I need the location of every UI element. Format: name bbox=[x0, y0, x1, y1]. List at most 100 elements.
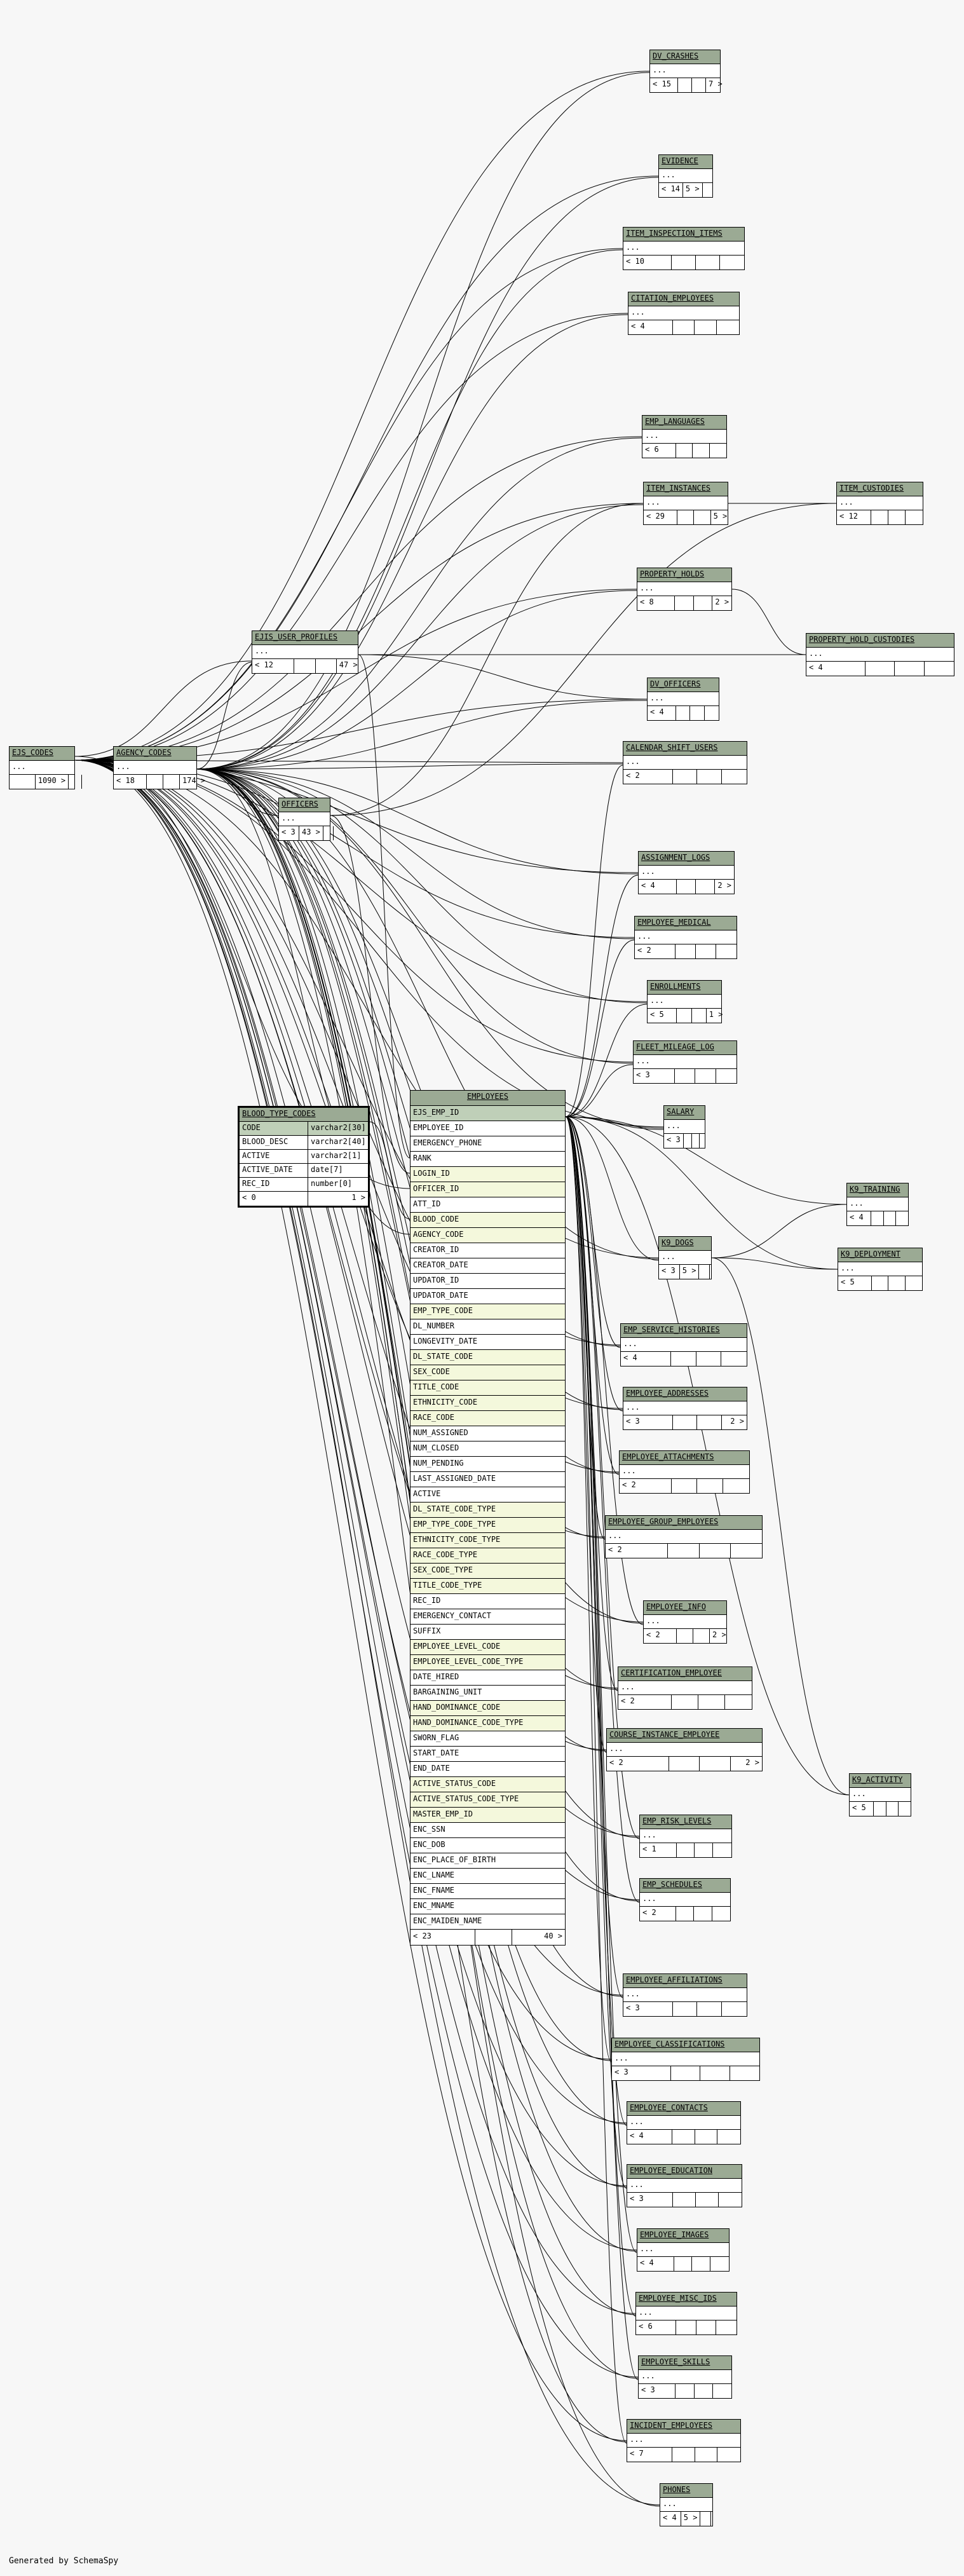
column-row[interactable]: BLOOD_CODE bbox=[411, 1213, 565, 1228]
column-row[interactable]: BARGAINING_UNIT bbox=[411, 1686, 565, 1701]
table-employee-education[interactable]: EMPLOYEE_EDUCATION...< 3 bbox=[627, 2164, 742, 2207]
children-count[interactable] bbox=[669, 1757, 700, 1771]
parents-count[interactable]: < 4 bbox=[847, 1211, 872, 1225]
table-name[interactable]: ITEM_INSPECTION_ITEMS bbox=[623, 228, 744, 242]
table-name[interactable]: EMPLOYEE_ATTACHMENTS bbox=[620, 1451, 749, 1465]
parents-count[interactable]: < 4 bbox=[621, 1352, 672, 1366]
children-count[interactable] bbox=[294, 659, 316, 673]
parents-count[interactable]: < 29 bbox=[644, 510, 677, 524]
children-count[interactable] bbox=[672, 1479, 698, 1493]
column-row[interactable]: DATE_HIRED bbox=[411, 1670, 565, 1686]
children-count-alt[interactable] bbox=[731, 1544, 762, 1558]
column-row[interactable]: ENC_MAIDEN_NAME bbox=[411, 1914, 565, 1930]
table-name[interactable]: AGENCY_CODES bbox=[114, 747, 196, 761]
table-name[interactable]: CALENDAR_SHIFT_USERS bbox=[623, 742, 747, 756]
children-count[interactable]: 5 > bbox=[681, 2512, 701, 2526]
children-count-alt[interactable] bbox=[730, 2066, 759, 2080]
children-count-alt[interactable] bbox=[722, 770, 747, 784]
children-count-alt[interactable] bbox=[705, 706, 719, 720]
table-name[interactable]: EVIDENCE bbox=[659, 155, 712, 169]
table-name[interactable]: INCIDENT_EMPLOYEES bbox=[627, 2420, 740, 2434]
table-name[interactable]: PHONES bbox=[660, 2484, 712, 2498]
column-row[interactable]: ENC_SSN bbox=[411, 1823, 565, 1838]
table-name[interactable]: COURSE_INSTANCE_EMPLOYEE bbox=[607, 1729, 762, 1743]
table-name[interactable]: EMPLOYEE_MISC_IDS bbox=[636, 2293, 737, 2307]
parents-count[interactable]: < 5 bbox=[850, 1802, 874, 1816]
column-row[interactable]: CREATOR_ID bbox=[411, 1243, 565, 1258]
table-name[interactable]: K9_ACTIVITY bbox=[850, 1774, 911, 1788]
table-name[interactable]: ITEM_CUSTODIES bbox=[837, 482, 923, 496]
table-name[interactable]: EMPLOYEE_CONTACTS bbox=[627, 2102, 740, 2116]
table-employee-affiliations[interactable]: EMPLOYEE_AFFILIATIONS...< 3 bbox=[623, 1973, 747, 2017]
table-salary[interactable]: SALARY...< 3 bbox=[663, 1105, 705, 1148]
children-count-alt[interactable] bbox=[899, 1802, 911, 1816]
children-count[interactable] bbox=[684, 1134, 692, 1148]
table-employee-medical[interactable]: EMPLOYEE_MEDICAL...< 2 bbox=[634, 916, 737, 959]
children-count-alt[interactable]: 174 > bbox=[182, 776, 206, 785]
table-certification-employee[interactable]: CERTIFICATION_EMPLOYEE...< 2 bbox=[618, 1666, 752, 1710]
children-count[interactable] bbox=[675, 944, 696, 958]
table-name[interactable]: EMPLOYEE_SKILLS bbox=[639, 2356, 731, 2370]
parents-count[interactable]: < 4 bbox=[628, 320, 673, 334]
parents-count[interactable]: < 4 bbox=[806, 662, 866, 676]
parents-count[interactable]: < 18 bbox=[114, 775, 147, 789]
column-row[interactable]: ACTIVE_STATUS_CODE_TYPE bbox=[411, 1792, 565, 1808]
column-row[interactable]: HAND_DOMINANCE_CODE bbox=[411, 1701, 565, 1716]
children-count-alt[interactable] bbox=[710, 444, 726, 458]
parents-count[interactable]: < 4 bbox=[648, 706, 676, 720]
column-row[interactable]: MASTER_EMP_ID bbox=[411, 1808, 565, 1823]
column-row[interactable]: EMP_TYPE_CODE_TYPE bbox=[411, 1518, 565, 1533]
parents-count[interactable]: < 3 bbox=[279, 826, 299, 840]
column-row[interactable]: RACE_CODE_TYPE bbox=[411, 1548, 565, 1564]
children-count[interactable] bbox=[677, 1009, 692, 1023]
table-emp-languages[interactable]: EMP_LANGUAGES...< 6 bbox=[642, 415, 727, 458]
column-row[interactable]: OFFICER_ID bbox=[411, 1182, 565, 1197]
parents-count[interactable]: < 3 bbox=[612, 2066, 671, 2080]
children-count-alt[interactable] bbox=[896, 1211, 908, 1225]
table-name[interactable]: CITATION_EMPLOYEES bbox=[628, 292, 739, 306]
children-count-alt[interactable] bbox=[710, 2257, 729, 2271]
table-name[interactable]: PROPERTY_HOLD_CUSTODIES bbox=[806, 634, 954, 648]
column-row[interactable]: END_DATE bbox=[411, 1762, 565, 1777]
table-employee-classifications[interactable]: EMPLOYEE_CLASSIFICATIONS...< 3 bbox=[611, 2038, 760, 2081]
parents-count[interactable]: < 2 bbox=[635, 944, 675, 958]
children-count[interactable]: 43 > bbox=[299, 826, 323, 840]
children-count-alt[interactable] bbox=[710, 1265, 720, 1279]
table-name[interactable]: EJIS_USER_PROFILES bbox=[252, 631, 358, 645]
children-count[interactable] bbox=[675, 1069, 696, 1083]
children-count[interactable] bbox=[674, 2257, 693, 2271]
children-count[interactable] bbox=[675, 2384, 695, 2398]
table-name[interactable]: EMPLOYEE_CLASSIFICATIONS bbox=[612, 2038, 759, 2052]
column-row[interactable]: ENC_MNAME bbox=[411, 1899, 565, 1914]
children-count-alt[interactable] bbox=[82, 775, 95, 789]
children-count[interactable]: 5 > bbox=[680, 1265, 700, 1279]
parents-count[interactable]: < 2 bbox=[620, 1479, 672, 1493]
children-count-alt[interactable] bbox=[723, 1479, 749, 1493]
column-row[interactable]: ENC_DOB bbox=[411, 1838, 565, 1853]
column-row[interactable]: REC_ID bbox=[411, 1594, 565, 1609]
column-row[interactable]: TITLE_CODE bbox=[411, 1380, 565, 1396]
children-count-alt[interactable]: 7 > bbox=[709, 79, 723, 88]
column-row[interactable]: LOGIN_ID bbox=[411, 1167, 565, 1182]
children-count[interactable] bbox=[672, 1695, 698, 1709]
children-count[interactable] bbox=[671, 1352, 696, 1366]
parents-count[interactable]: < 3 bbox=[639, 2384, 676, 2398]
column-row[interactable]: LONGEVITY_DATE bbox=[411, 1335, 565, 1350]
children-count[interactable] bbox=[147, 775, 163, 789]
parents-count[interactable]: < 3 bbox=[634, 1069, 675, 1083]
children-count-alt[interactable] bbox=[700, 1134, 708, 1148]
column-row[interactable]: START_DATE bbox=[411, 1747, 565, 1762]
parents-count[interactable]: < 3 bbox=[623, 2002, 673, 2016]
children-count-alt[interactable] bbox=[725, 1695, 752, 1709]
column-row[interactable]: CREATOR_DATE bbox=[411, 1258, 565, 1274]
children-count[interactable] bbox=[677, 1843, 695, 1857]
children-count-alt[interactable]: 2 > bbox=[712, 1630, 726, 1639]
children-count-alt[interactable] bbox=[716, 944, 737, 958]
